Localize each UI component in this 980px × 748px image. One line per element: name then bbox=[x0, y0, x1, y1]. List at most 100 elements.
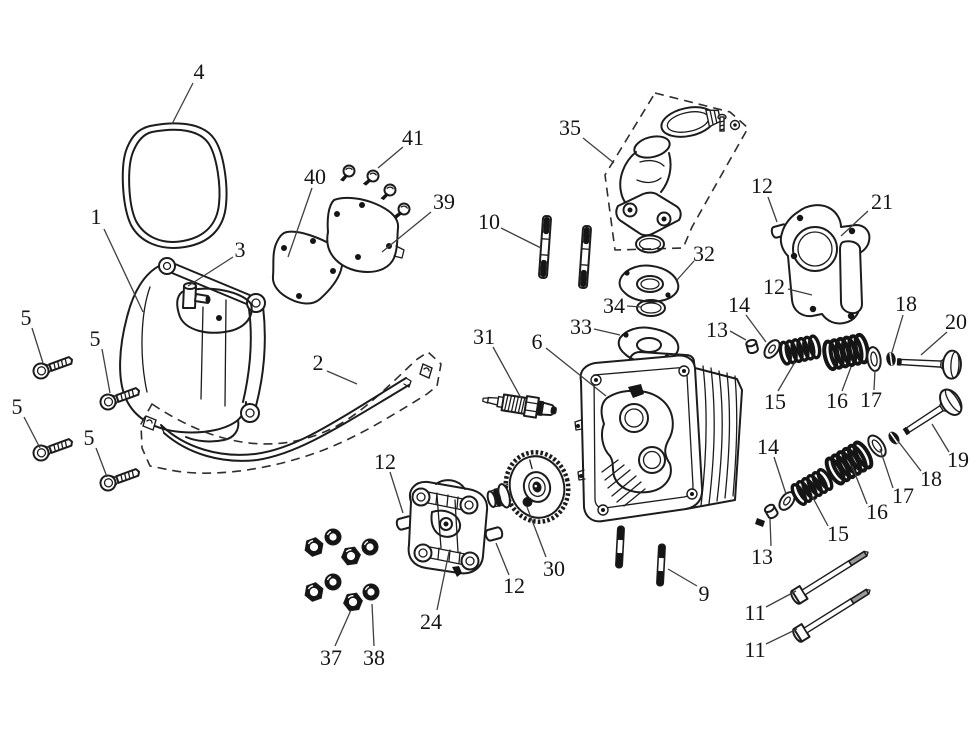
nut-37 bbox=[303, 580, 325, 604]
camshaft-30 bbox=[486, 450, 571, 524]
leader-line-12 bbox=[787, 288, 813, 296]
callout-18: 18 bbox=[920, 466, 942, 491]
callout-18: 18 bbox=[895, 291, 917, 316]
valve-20 bbox=[895, 346, 963, 381]
leader-line-37 bbox=[334, 609, 352, 647]
head-stud-9 bbox=[655, 543, 667, 587]
callout-5: 5 bbox=[12, 394, 23, 419]
valve-keeper-18 bbox=[886, 429, 902, 447]
valve-spring-outer-16 bbox=[824, 440, 874, 486]
callout-11: 11 bbox=[744, 600, 765, 625]
hose-dashed-outline bbox=[140, 351, 442, 474]
cover-bolt-5 bbox=[97, 382, 143, 413]
valve-19 bbox=[896, 384, 967, 445]
callout-13: 13 bbox=[706, 317, 728, 342]
callout-38: 38 bbox=[363, 645, 385, 670]
valve-cap-13 bbox=[744, 337, 760, 356]
callout-9: 9 bbox=[699, 581, 710, 606]
leader-line-12 bbox=[389, 471, 404, 514]
cylinder-head-6 bbox=[574, 351, 743, 523]
leader-line-15 bbox=[811, 495, 829, 527]
adjuster-nub bbox=[755, 518, 765, 527]
hose-clip-right bbox=[419, 363, 433, 379]
clamp-screw bbox=[717, 113, 741, 132]
callout-41: 41 bbox=[402, 125, 424, 150]
callout-31: 31 bbox=[473, 324, 495, 349]
leader-line-21 bbox=[840, 210, 869, 237]
leader-line-14 bbox=[745, 314, 767, 343]
callout-12: 12 bbox=[751, 173, 773, 198]
nut-37 bbox=[303, 535, 325, 559]
intake-manifold-group bbox=[604, 92, 749, 254]
callout-15: 15 bbox=[764, 389, 786, 414]
leader-line-2 bbox=[326, 370, 358, 385]
valve-spring-inner-15 bbox=[778, 334, 822, 366]
leader-line-17 bbox=[873, 369, 876, 391]
leader-line-34 bbox=[626, 305, 642, 308]
leader-line-33 bbox=[593, 328, 621, 336]
callout-17: 17 bbox=[860, 387, 882, 412]
head-stud-9 bbox=[614, 525, 626, 569]
breather-hose-group bbox=[140, 351, 442, 474]
washer-38 bbox=[324, 573, 342, 591]
callout-17: 17 bbox=[892, 483, 914, 508]
callout-5: 5 bbox=[21, 305, 32, 330]
callout-32: 32 bbox=[693, 241, 715, 266]
breather-pipe bbox=[182, 282, 211, 309]
nut-37 bbox=[339, 543, 363, 569]
callout-1: 1 bbox=[91, 204, 102, 229]
leader-line-17 bbox=[879, 448, 894, 489]
manifold-o-ring bbox=[635, 234, 665, 254]
valve-keeper-18 bbox=[885, 351, 897, 367]
callout-21: 21 bbox=[871, 189, 893, 214]
callout-16: 16 bbox=[866, 499, 888, 524]
leader-line-16 bbox=[841, 366, 852, 392]
spark-plug-31 bbox=[482, 393, 557, 419]
leader-line-41 bbox=[377, 146, 404, 169]
callout-33: 33 bbox=[570, 314, 592, 339]
callout-15: 15 bbox=[827, 521, 849, 546]
callout-39: 39 bbox=[433, 189, 455, 214]
callout-40: 40 bbox=[304, 164, 326, 189]
intake-dashed-outline bbox=[604, 92, 749, 251]
leader-line-13 bbox=[729, 330, 747, 341]
washer-38 bbox=[361, 538, 379, 556]
leader-line-31 bbox=[492, 346, 522, 399]
callout-2: 2 bbox=[313, 350, 324, 375]
leader-line-15 bbox=[777, 361, 796, 392]
leader-line-6 bbox=[545, 347, 607, 397]
washer-38 bbox=[324, 528, 342, 546]
cover-bolt-5 bbox=[30, 433, 76, 464]
nut-37 bbox=[341, 589, 365, 615]
valve-cover-gasket bbox=[121, 122, 228, 249]
leader-line-24 bbox=[436, 551, 450, 611]
side-cover-plate-21 bbox=[779, 204, 871, 325]
leader-line-5 bbox=[23, 416, 41, 449]
valve-cover bbox=[119, 257, 266, 443]
callout-20: 20 bbox=[945, 309, 967, 334]
o-ring-34 bbox=[636, 299, 666, 317]
callout-16: 16 bbox=[826, 388, 848, 413]
leader-line-18 bbox=[891, 314, 904, 353]
callout-4: 4 bbox=[194, 59, 205, 84]
leader-line-20 bbox=[920, 331, 948, 356]
leader-line-5 bbox=[101, 348, 111, 394]
callout-12: 12 bbox=[374, 449, 396, 474]
stud-10 bbox=[537, 214, 553, 280]
callout-11: 11 bbox=[744, 637, 765, 662]
callout-5: 5 bbox=[90, 326, 101, 351]
callout-34: 34 bbox=[603, 293, 625, 318]
callout-3: 3 bbox=[235, 237, 246, 262]
leader-line-5 bbox=[95, 447, 108, 478]
leader-line-11 bbox=[765, 628, 798, 645]
leader-line-11 bbox=[765, 590, 797, 608]
cover-bolt-5 bbox=[30, 351, 76, 382]
leader-line-40 bbox=[287, 187, 313, 258]
leader-line-35 bbox=[582, 137, 615, 164]
callout-12: 12 bbox=[503, 573, 525, 598]
callout-14: 14 bbox=[757, 434, 779, 459]
callout-12: 12 bbox=[763, 274, 785, 299]
callout-35: 35 bbox=[559, 115, 581, 140]
